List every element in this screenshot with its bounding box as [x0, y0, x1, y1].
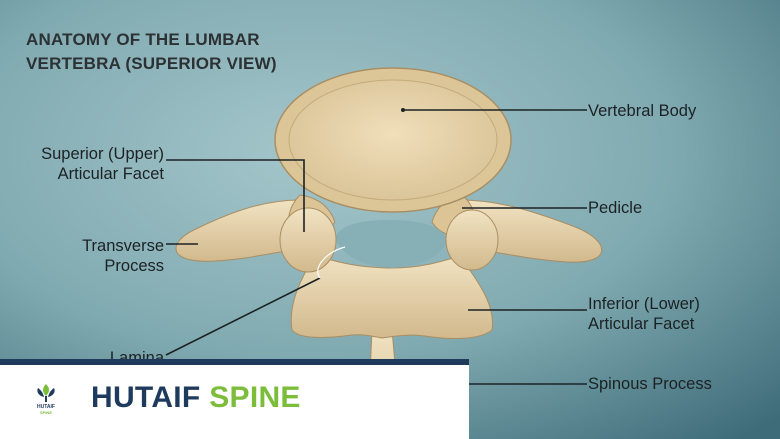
brand-bar-accent — [0, 359, 469, 365]
lamina-highlight — [317, 246, 346, 279]
brand-word-spine: SPINE — [209, 381, 301, 414]
label-inferior-line-2: Articular Facet — [588, 315, 695, 333]
leader-lines — [165, 108, 587, 385]
label-superior-line-1: Superior (Upper) — [41, 145, 164, 163]
title-line-2: VERTEBRA (SUPERIOR VIEW) — [26, 54, 277, 73]
lamina-arch — [290, 254, 494, 339]
leader-superior-facet — [166, 159, 305, 232]
hutaif-logo-icon — [37, 384, 55, 402]
label-transverse-line-1: Transverse — [82, 237, 164, 255]
transverse-process-left — [175, 199, 311, 262]
brand-word-hutaif: HUTAIF — [91, 381, 201, 414]
vertebral-canal — [335, 220, 448, 268]
logo-text-line-2: SPINE — [39, 410, 52, 415]
label-transverse-process: Transverse Process — [82, 236, 164, 276]
label-superior-line-2: Articular Facet — [57, 165, 164, 183]
label-inferior-line-1: Inferior (Lower) — [588, 295, 700, 313]
logo-text-line-1: HUTAIF — [37, 404, 55, 410]
label-spinous-process: Spinous Process — [588, 375, 712, 393]
leader-lamina — [165, 277, 321, 356]
label-superior-articular-facet: Superior (Upper) Articular Facet — [41, 144, 164, 184]
logo-text: HUTAIF SPINE — [30, 404, 62, 416]
brand-name: HUTAIF SPINE — [91, 381, 301, 415]
label-vertebral-body: Vertebral Body — [588, 102, 697, 120]
label-pedicle: Pedicle — [588, 199, 643, 217]
title-line-1: ANATOMY OF THE LUMBAR — [26, 30, 260, 49]
diagram-title: ANATOMY OF THE LUMBAR VERTEBRA (SUPERIOR… — [26, 28, 277, 76]
label-transverse-line-2: Process — [104, 257, 164, 275]
superior-articular-facet-right — [445, 209, 499, 271]
superior-articular-facet-left — [279, 207, 337, 273]
brand-bar — [0, 359, 469, 439]
label-inferior-articular-facet: Inferior (Lower) Articular Facet — [588, 294, 700, 334]
vertebral-body — [288, 79, 498, 201]
